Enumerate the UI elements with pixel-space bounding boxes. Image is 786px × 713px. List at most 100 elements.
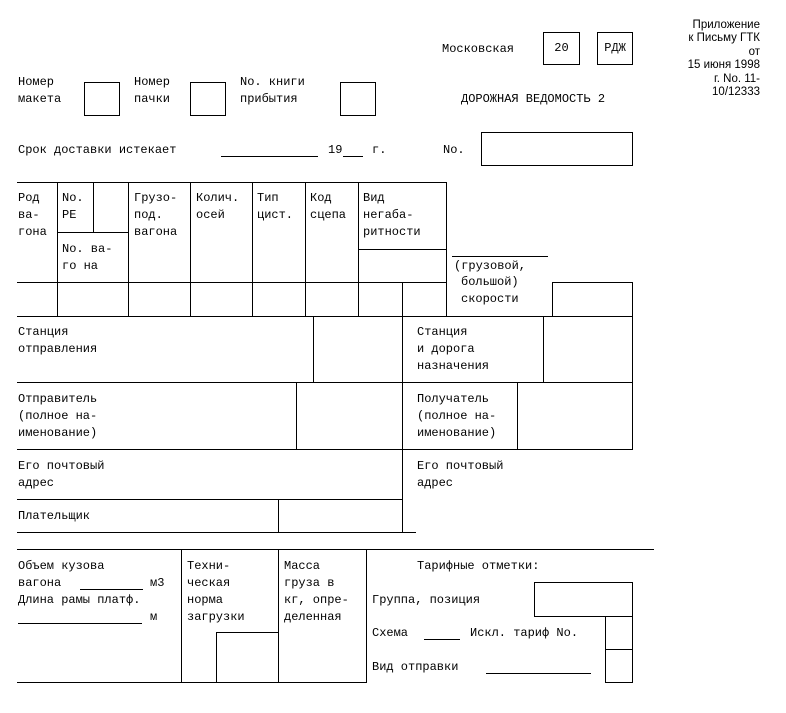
station-from-label-1: Станция: [18, 325, 69, 339]
scheme-fill-line[interactable]: [424, 639, 460, 640]
speed-fill-line[interactable]: [452, 256, 548, 257]
wagon-re-split-line: [57, 232, 129, 233]
receiver-value-line: [517, 382, 518, 449]
wagon-col-line-7: [402, 282, 403, 316]
mass-label-1: Масса: [284, 559, 321, 573]
maket-label-2: макета: [18, 92, 62, 106]
volume-label-1: Объем кузова: [18, 559, 105, 573]
deadline-year-prefix: 19: [328, 143, 343, 157]
station-to-label-2: и дорога: [417, 342, 475, 356]
col-kod-2: сцепа: [310, 208, 347, 222]
maket-number-box[interactable]: [84, 82, 120, 116]
bottom-col-line-2: [278, 549, 279, 682]
wagon-col-line-5: [305, 182, 306, 316]
tech-norm-value-box-top: [216, 632, 279, 633]
wagon-col-line-3: [190, 182, 191, 316]
tech-norm-label-3: норма: [187, 593, 224, 607]
col-re-1: No.: [62, 191, 84, 205]
pachka-number-box[interactable]: [190, 82, 226, 116]
speed-box-left-line: [552, 282, 553, 316]
col-gruz-1: Грузо-: [134, 191, 178, 205]
road-abbr-box[interactable]: [597, 32, 633, 65]
maket-label-1: Номер: [18, 75, 55, 89]
station-row-top-line: [17, 316, 633, 317]
wagon-col-line-re: [93, 182, 94, 232]
pachka-label-1: Номер: [134, 75, 171, 89]
station-to-label-3: назначения: [417, 359, 490, 373]
appendix-line-3: от: [748, 46, 760, 58]
volume-fill-line[interactable]: [80, 589, 143, 590]
sender-value-line: [296, 382, 297, 449]
receiver-label-3: именование): [417, 426, 497, 440]
bottom-col-line-3: [366, 549, 367, 682]
appendix-line-1: Приложение: [692, 19, 760, 31]
deadline-date-line[interactable]: [221, 156, 318, 157]
sender-address-label-2: адрес: [18, 476, 55, 490]
payer-row-top-line: [17, 499, 403, 500]
col-vid-3: ритности: [363, 225, 421, 239]
wagon-col-line-6: [358, 182, 359, 316]
col-tip-1: Тип: [257, 191, 279, 205]
speed-label-1: (грузовой,: [454, 259, 527, 273]
kniga-label-1: No. книги: [240, 75, 305, 89]
appendix-line-2: к Письму ГТК: [688, 32, 760, 44]
frame-unit: м: [150, 610, 158, 624]
wagon-col-line-4: [252, 182, 253, 316]
form-center-divider: [402, 316, 403, 533]
payer-label: Плательщик: [18, 509, 91, 523]
wagon-col-line-8: [446, 182, 447, 316]
deadline-number-box[interactable]: [481, 132, 633, 166]
col-kod-1: Код: [310, 191, 332, 205]
mass-label-3: кг, опре-: [284, 593, 349, 607]
dispatch-fill-line[interactable]: [486, 673, 591, 674]
deadline-label: Срок доставки истекает: [18, 143, 177, 157]
road-code-box[interactable]: [543, 32, 580, 65]
form-title: ДОРОЖНАЯ ВЕДОМОСТЬ 2: [461, 92, 606, 106]
col-re-2: РЕ: [62, 208, 77, 222]
tech-norm-value-box-left[interactable]: [216, 632, 217, 682]
group-box-bottom: [534, 616, 633, 617]
party-row-top-line: [17, 382, 633, 383]
road-abbr: РДЖ: [604, 41, 626, 55]
tariff-title: Тарифные отметки:: [417, 559, 540, 573]
volume-unit: м3: [150, 576, 165, 590]
col-rod-3: гона: [18, 225, 47, 239]
station-from-label-2: отправления: [18, 342, 98, 356]
col-rod-2: ва-: [18, 208, 40, 222]
col-rod-1: Род: [18, 191, 40, 205]
mass-label-2: груза в: [284, 576, 335, 590]
col-gruz-2: под.: [134, 208, 163, 222]
wagon-table-top-line: [17, 182, 447, 183]
wagon-col-line-2: [128, 182, 129, 316]
receiver-label-1: Получатель: [417, 392, 490, 406]
road-code: 20: [554, 41, 569, 55]
receiver-label-2: (полное на-: [417, 409, 497, 423]
form-right-edge-upper: [632, 282, 633, 450]
scheme-label: Схема: [372, 626, 409, 640]
deadline-year-line[interactable]: [343, 156, 363, 157]
tech-norm-label-4: загрузки: [187, 610, 245, 624]
kniga-label-2: прибытия: [240, 92, 298, 106]
speed-box-top-line: [552, 282, 633, 283]
sender-label-3: именование): [18, 426, 98, 440]
appendix-line-5: г. No. 11-: [713, 73, 760, 85]
receiver-address-label-1: Его почтовый: [417, 459, 504, 473]
group-box-left[interactable]: [534, 582, 535, 616]
speed-label-2: большой): [461, 275, 519, 289]
volume-label-2: вагона: [18, 576, 62, 590]
kniga-number-box[interactable]: [340, 82, 376, 116]
wagon-values-top-line: [17, 282, 447, 283]
road-label: Московская: [442, 42, 515, 56]
bottom-section-bottom-line: [17, 682, 367, 683]
col-vid-1: Вид: [363, 191, 385, 205]
mass-label-4: деленная: [284, 610, 342, 624]
sender-label-1: Отправитель: [18, 392, 98, 406]
excl-tariff-label: Искл. тариф No.: [470, 626, 579, 640]
sender-address-label-1: Его почтовый: [18, 459, 105, 473]
address-row-top-line: [17, 449, 633, 450]
frame-fill-line[interactable]: [18, 623, 142, 624]
deadline-year-suffix: г.: [372, 143, 387, 157]
tech-norm-label-2: ческая: [187, 576, 231, 590]
excl-tariff-box-split: [605, 649, 633, 650]
col-kol-1: Колич.: [196, 191, 240, 205]
